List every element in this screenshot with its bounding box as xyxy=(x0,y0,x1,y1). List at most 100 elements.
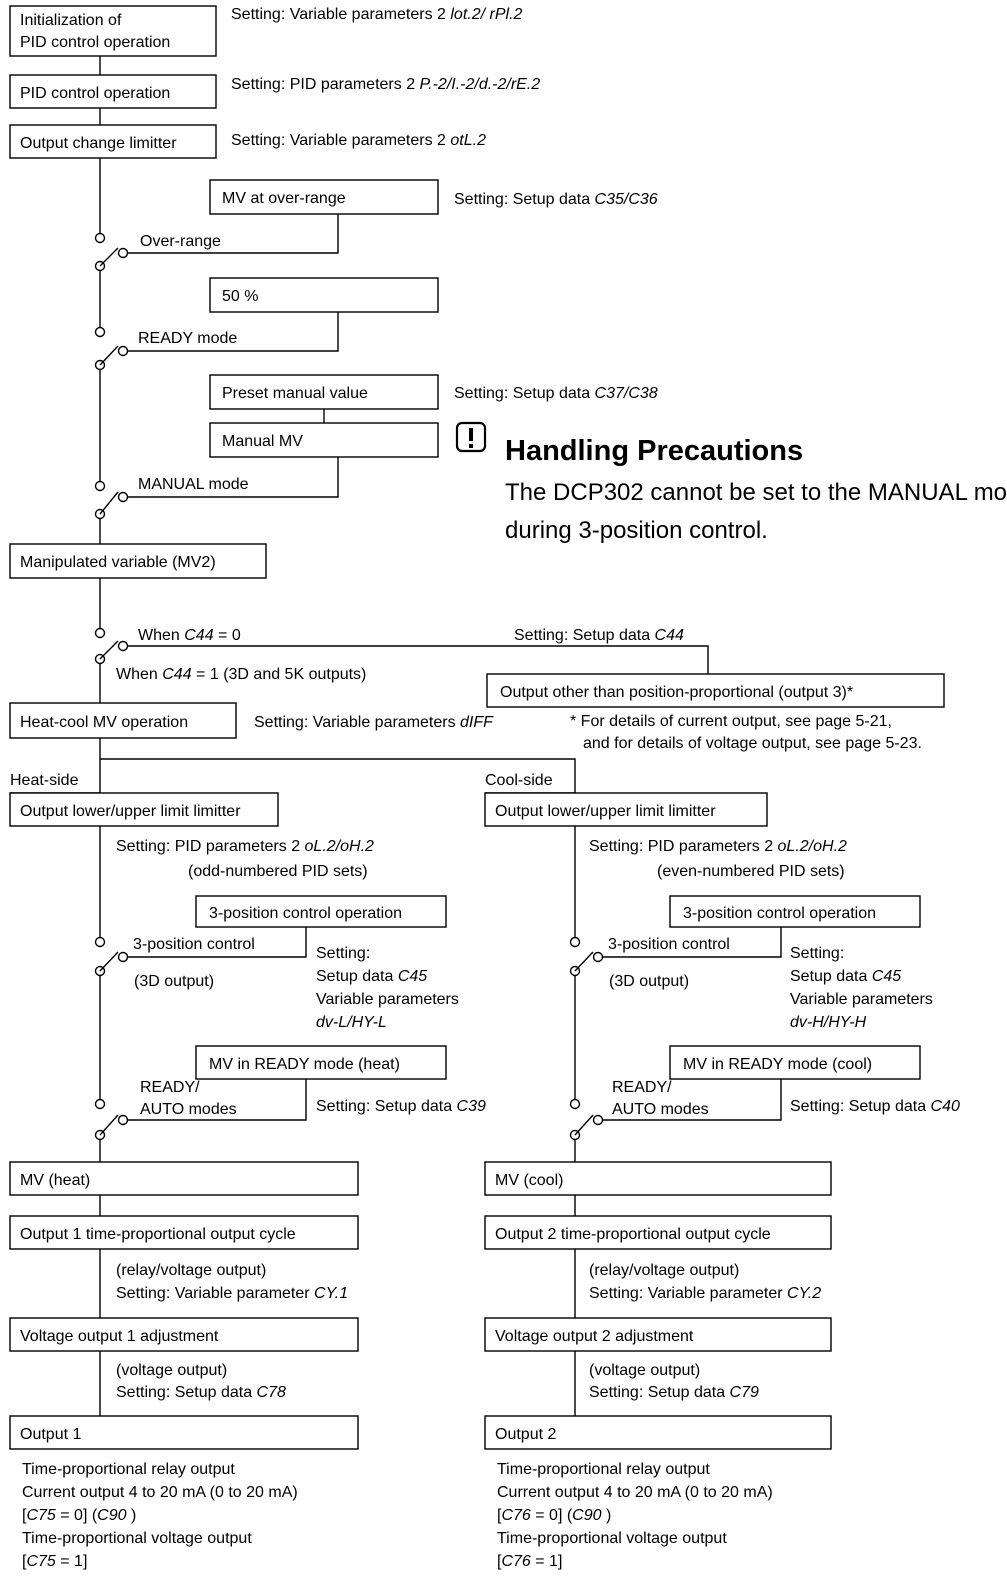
heat-vadj-setting: Setting: Setup data C78 xyxy=(116,1384,286,1401)
heat-out-line2: Current output 4 to 20 mA (0 to 20 mA) xyxy=(22,1484,298,1501)
ready-mode-label: READY mode xyxy=(138,330,237,347)
cool-out-line5: [C76 = 1] xyxy=(497,1553,562,1570)
output1-box-label: Output 1 xyxy=(20,1426,81,1443)
heat-side-label: Heat-side xyxy=(10,772,79,789)
heat-ready-box-label: MV in READY mode (heat) xyxy=(209,1056,400,1073)
cool-cycle-setting: Setting: Variable parameter CY.2 xyxy=(589,1285,821,1302)
exclamation-icon xyxy=(455,421,487,453)
cool-cycle-box-label: Output 2 time-proportional output cycle xyxy=(495,1226,771,1243)
cool-mv-box-label: MV (cool) xyxy=(495,1172,563,1189)
heat-cool-box-label: Heat-cool MV operation xyxy=(20,714,188,731)
init-setting: Setting: Variable parameters 2 lot.2/ rP… xyxy=(231,6,523,23)
heat-3pos-sub: (3D output) xyxy=(134,973,214,990)
terminal-top xyxy=(94,232,106,244)
footnote-line2: and for details of voltage output, see p… xyxy=(583,735,922,752)
cool-3pos-setting-l1: Setting: xyxy=(790,945,844,962)
cool-3pos-sub: (3D output) xyxy=(609,973,689,990)
cool-3pos-setting-l4: dv-H/HY-H xyxy=(790,1014,867,1031)
heat-ready-setting: Setting: Setup data C39 xyxy=(316,1098,486,1115)
change-limiter-label: Output change limitter xyxy=(20,135,177,152)
heat-out-line3: [C75 = 0] (C90 ) xyxy=(22,1507,136,1524)
heat-3pos-setting-l3: Variable parameters xyxy=(316,991,459,1008)
over-range-label: Over-range xyxy=(140,233,221,250)
cool-ready-setting: Setting: Setup data C40 xyxy=(790,1098,960,1115)
init-box-line1: Initialization of xyxy=(20,12,122,29)
heat-cool-block: Heat-cool MV operation Setting: Variable… xyxy=(9,702,494,739)
precautions-title: Handling Precautions xyxy=(505,435,803,467)
cool-out-line1: Time-proportional relay output xyxy=(497,1461,710,1478)
cool-limit-setting: Setting: PID parameters 2 oL.2/oH.2 xyxy=(589,838,847,855)
cool-3pos-box-label: 3-position control operation xyxy=(683,905,876,922)
cool-out-line2: Current output 4 to 20 mA (0 to 20 mA) xyxy=(497,1484,773,1501)
heat-ready-label2: AUTO modes xyxy=(140,1101,237,1118)
cool-vadj-setting: Setting: Setup data C79 xyxy=(589,1384,759,1401)
cool-3pos-setting-l3: Variable parameters xyxy=(790,991,933,1008)
heat-cycle-setting: Setting: Variable parameter CY.1 xyxy=(116,1285,348,1302)
heat-vadj-box-label: Voltage output 1 adjustment xyxy=(20,1328,219,1345)
preset-manual-box-label: Preset manual value xyxy=(222,385,368,402)
heat-cycle-note: (relay/voltage output) xyxy=(116,1262,266,1279)
c44-switch: When C44 = 0 Setting: Setup data C44 Whe… xyxy=(94,627,945,752)
cool-ready-box-label: MV in READY mode (cool) xyxy=(683,1056,872,1073)
heat-out-line4: Time-proportional voltage output xyxy=(22,1530,252,1547)
output2-box-label: Output 2 xyxy=(495,1426,556,1443)
precautions-line1: The DCP302 cannot be set to the MANUAL m… xyxy=(505,479,1007,506)
c44-setting: Setting: Setup data C44 xyxy=(514,627,684,644)
heat-vadj-note: (voltage output) xyxy=(116,1362,227,1379)
output3-box-label: Output other than position-proportional … xyxy=(500,684,853,701)
preset-setting: Setting: Setup data C37/C38 xyxy=(454,385,658,402)
handling-precautions: Handling Precautions The DCP302 cannot b… xyxy=(455,421,1007,544)
manual-mode-switch: Preset manual value Setting: Setup data … xyxy=(94,374,658,520)
heat-3pos-box-label: 3-position control operation xyxy=(209,905,402,922)
footnote-line1: * For details of current output, see pag… xyxy=(570,713,892,730)
mv2-block: Manipulated variable (MV2) xyxy=(9,543,267,579)
heat-3pos-setting-l4: dv-L/HY-L xyxy=(316,1014,387,1031)
heat-cool-setting: Setting: Variable parameters dIFF xyxy=(254,714,494,731)
heat-limit-setting: Setting: PID parameters 2 oL.2/oH.2 xyxy=(116,838,374,855)
cool-3pos-setting-l2: Setup data C45 xyxy=(790,968,901,985)
cool-vadj-note: (voltage output) xyxy=(589,1362,700,1379)
cool-ready-label2: AUTO modes xyxy=(612,1101,709,1118)
heat-ready-label1: READY/ xyxy=(140,1079,200,1096)
pid-setting: Setting: PID parameters 2 P.-2/I.-2/d.-2… xyxy=(231,76,540,93)
heat-3pos-setting-l1: Setting: xyxy=(316,945,370,962)
heat-3pos-setting-l2: Setup data C45 xyxy=(316,968,427,985)
when-c44-1: When C44 = 1 (3D and 5K outputs) xyxy=(116,666,366,683)
main-wires xyxy=(99,56,576,793)
over-range-switch: MV at over-range Setting: Setup data C35… xyxy=(94,179,658,272)
pid-box-label: PID control operation xyxy=(20,85,170,102)
manual-mode-label: MANUAL mode xyxy=(138,476,249,493)
cool-ready-label1: READY/ xyxy=(612,1079,672,1096)
cool-side-chain: Cool-side Output lower/upper limit limit… xyxy=(484,772,960,1570)
heat-mv-box-label: MV (heat) xyxy=(20,1172,90,1189)
over-range-setting: Setting: Setup data C35/C36 xyxy=(454,191,658,208)
ready-mode-switch: 50 % READY mode xyxy=(94,277,439,371)
heat-limit-note: (odd-numbered PID sets) xyxy=(188,863,368,880)
fifty-percent-box-label: 50 % xyxy=(222,288,258,305)
cool-out-line3: [C76 = 0] (C90 ) xyxy=(497,1507,611,1524)
heat-limit-box-label: Output lower/upper limit limitter xyxy=(20,803,241,820)
precautions-line2: during 3-position control. xyxy=(505,517,768,544)
init-block: Initialization of PID control operation … xyxy=(9,5,523,57)
heat-cycle-box-label: Output 1 time-proportional output cycle xyxy=(20,1226,296,1243)
pid-block: PID control operation Setting: PID param… xyxy=(9,74,540,109)
cool-limit-box-label: Output lower/upper limit limitter xyxy=(495,803,716,820)
when-c44-0: When C44 = 0 xyxy=(138,627,241,644)
cool-cycle-note: (relay/voltage output) xyxy=(589,1262,739,1279)
over-range-box-label: MV at over-range xyxy=(222,190,346,207)
change-limiter-setting: Setting: Variable parameters 2 otL.2 xyxy=(231,132,486,149)
terminal-side xyxy=(117,247,129,259)
heat-out-line1: Time-proportional relay output xyxy=(22,1461,235,1478)
cool-out-line4: Time-proportional voltage output xyxy=(497,1530,727,1547)
change-limiter-block: Output change limitter Setting: Variable… xyxy=(9,124,486,159)
heat-out-line5: [C75 = 1] xyxy=(22,1553,87,1570)
manual-mv-box-label: Manual MV xyxy=(222,433,303,450)
init-box-line2: PID control operation xyxy=(20,34,170,51)
cool-vadj-box-label: Voltage output 2 adjustment xyxy=(495,1328,694,1345)
mv2-box-label: Manipulated variable (MV2) xyxy=(20,554,216,571)
heat-3pos-label: 3-position control xyxy=(133,936,255,953)
cool-limit-note: (even-numbered PID sets) xyxy=(657,863,845,880)
cool-side-label: Cool-side xyxy=(485,772,553,789)
